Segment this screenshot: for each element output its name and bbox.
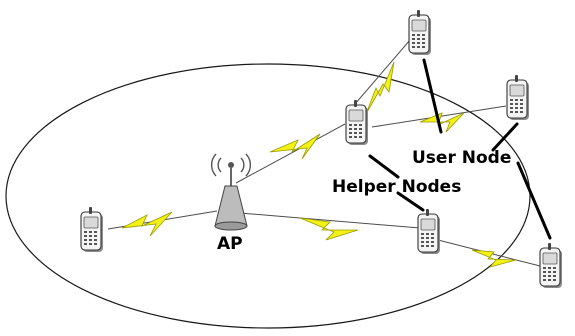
access-point <box>210 153 252 231</box>
mobile-phone-icon <box>408 9 432 56</box>
coverage-area <box>5 63 531 329</box>
pointer-user-node-bottom <box>516 161 552 240</box>
lightning-bolt-icon <box>419 112 465 133</box>
lightning-bolt-icon <box>269 133 321 160</box>
mobile-phone-icon <box>345 99 369 146</box>
lightning-bolts <box>121 61 517 268</box>
lightning-bolt-icon <box>365 61 395 115</box>
user-node-label: User Node <box>412 148 511 168</box>
link-ap-helper1 <box>235 123 346 184</box>
wireless-links <box>107 39 545 268</box>
mobile-phone-icon <box>80 206 104 253</box>
lightning-bolt-icon <box>121 211 173 237</box>
mobile-phone-icon <box>417 208 441 255</box>
access-point-icon <box>214 185 248 227</box>
radio-waves-icon <box>210 153 252 177</box>
label-pointers <box>368 58 552 240</box>
pointer-helper-right <box>396 191 425 212</box>
link-ap-helper2 <box>239 212 421 229</box>
mobile-phone-icon <box>539 242 563 289</box>
pointer-user-node-top <box>422 58 443 134</box>
ap-label: AP <box>217 234 243 254</box>
mobile-phone-icon <box>506 74 530 121</box>
link-helper1-topphone <box>354 39 411 105</box>
helper-nodes-label: Helper Nodes <box>332 177 461 197</box>
lightning-bolt-icon <box>299 217 359 241</box>
pointer-user-node-right <box>491 122 519 152</box>
pointer-helper-left <box>368 154 400 179</box>
lightning-bolt-icon <box>471 249 517 268</box>
